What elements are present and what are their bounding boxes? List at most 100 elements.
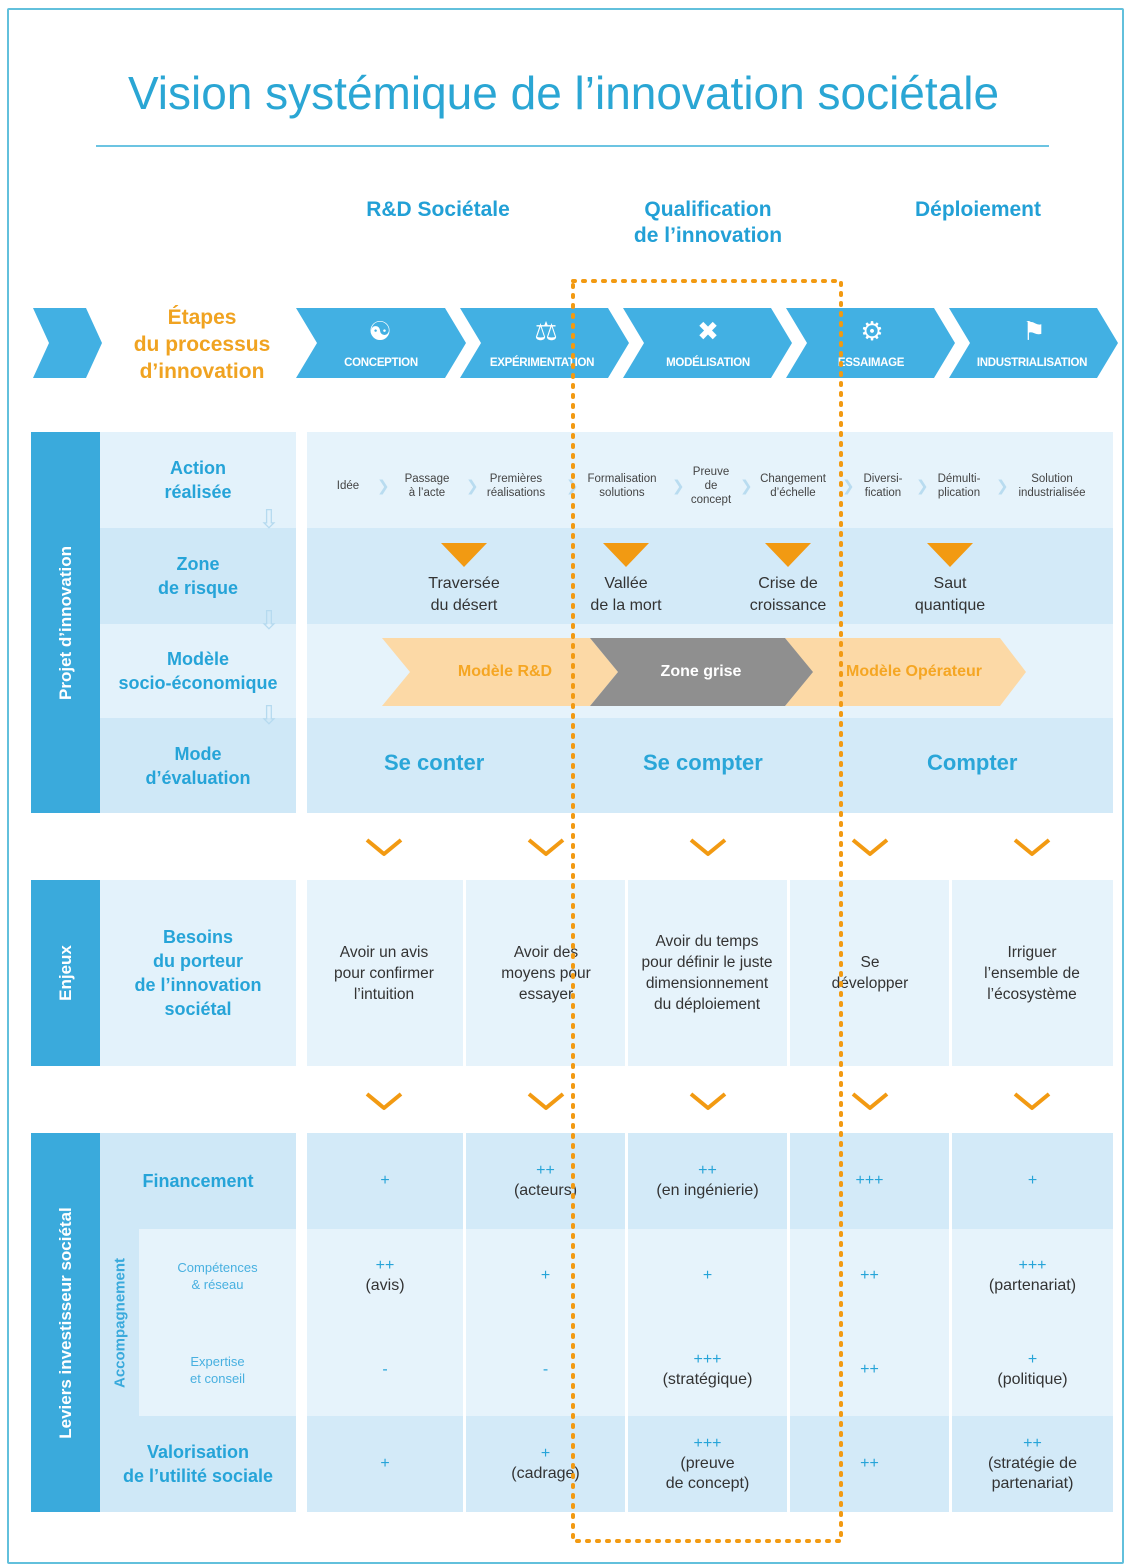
lever-mark: + [540, 1267, 551, 1284]
etapes-label: Étapes du processus d’innovation [104, 304, 300, 385]
lever-mark: + [702, 1267, 713, 1284]
lever-mark: - [542, 1360, 549, 1378]
chevron-row-2 [365, 1092, 1051, 1110]
phase-qualification: Qualification de l’innovation [598, 197, 818, 249]
risk-triangle-icon [603, 543, 649, 567]
lever-cell-content: ++ [860, 1454, 879, 1474]
lever-mark: +++ [693, 1350, 722, 1368]
stage-arrow-industrialisation [949, 308, 1118, 378]
lever-cell-content: + [703, 1266, 712, 1286]
lever-mark: + [1027, 1172, 1038, 1189]
chevron-right-icon: ❯ [916, 478, 929, 495]
lever-cell-content: + [380, 1454, 389, 1474]
stage-label-conception: CONCEPTION [344, 357, 418, 369]
column-separator [625, 880, 628, 1066]
lever-note: (politique) [997, 1370, 1068, 1388]
row-label-risque: Zone de risque [100, 528, 296, 624]
lever-cell: ++ [790, 1416, 949, 1512]
lever-note: (cadrage) [511, 1465, 580, 1482]
model-operateur-label: Modèle Opérateur [845, 663, 983, 680]
action-item: Solution industrialisée [1018, 473, 1086, 499]
head-bulb-icon: ☯ [368, 316, 392, 346]
lever-cell: - [466, 1323, 625, 1416]
side-leviers-label: Leviers investisseur sociétal [55, 1206, 75, 1439]
need-item: Se développer [831, 954, 909, 992]
eval-se-conter: Se conter [384, 750, 485, 775]
stage-label-essaimage: ESSAIMAGE [837, 357, 905, 369]
eval-se-compter: Se compter [643, 750, 763, 775]
chevron-down-icon [527, 838, 565, 856]
lever-cell: - [307, 1323, 463, 1416]
need-item: Avoir des moyens pour essayer [501, 943, 591, 1003]
chevron-down-icon [527, 1092, 565, 1110]
risk-label: Crise de croissance [749, 575, 827, 614]
row-label-action: Action réalisée [100, 432, 296, 528]
risk-label: Saut quantique [914, 575, 986, 614]
side-projet: Projet d’innovation [31, 432, 100, 813]
chevron-right-icon: ❯ [996, 478, 1009, 495]
chevron-down-icon [1013, 1092, 1051, 1110]
lever-mark: + [540, 1445, 551, 1462]
lever-cell: +++(stratégique) [628, 1323, 787, 1416]
chevron-right-icon: ❯ [466, 478, 479, 495]
lever-cell-content: + (politique) [997, 1350, 1067, 1390]
lever-cell: ++ (stratégie de partenariat) [952, 1416, 1113, 1512]
lever-cell: + (politique) [952, 1323, 1113, 1416]
risk-label: Vallée de la mort [590, 575, 662, 614]
action-item: Changement d’échelle [760, 473, 826, 499]
lever-cell: +++ [790, 1133, 949, 1229]
phase-rd-label: R&D Sociétale [366, 198, 510, 221]
down-arrow-icon: ⇩ [258, 605, 280, 635]
phase-qualification-label: Qualification de l’innovation [633, 198, 783, 247]
title-divider [96, 145, 1049, 147]
expertise-label-bg [139, 1323, 296, 1416]
lever-cell-content: +++(preuve de concept) [666, 1434, 750, 1494]
row-label-financement: Financement [100, 1133, 296, 1229]
side-accompagnement: Accompagnement [100, 1229, 139, 1416]
etapes-text: Étapes du processus d’innovation [133, 306, 271, 383]
down-arrow-icon: ⇩ [258, 504, 280, 534]
row-label-modele-text: Modèle socio-économique [118, 649, 278, 693]
lever-cell: + [307, 1416, 463, 1512]
column-separator [463, 880, 466, 1066]
row-label-risque-text: Zone de risque [157, 554, 239, 598]
lever-cell: + [466, 1229, 625, 1323]
row-label-mode: Mode d’évaluation [100, 718, 296, 813]
lever-mark: ++ [860, 1360, 879, 1378]
action-item: Passage à l’acte [404, 473, 450, 499]
lever-mark: ++ [375, 1257, 395, 1274]
row-label-modele: Modèle socio-économique [100, 624, 296, 718]
lever-cell-content: + (cadrage) [511, 1444, 579, 1484]
chevron-row-1 [365, 838, 1051, 856]
lever-cell: + [952, 1133, 1113, 1229]
column-separator [949, 1133, 952, 1512]
flask-icon: ⚖ [534, 316, 558, 346]
need-item: Avoir du temps pour définir le juste dim… [641, 933, 773, 1013]
action-item: Démulti- plication [937, 473, 981, 499]
gears-icon: ⚙ [860, 316, 884, 346]
side-enjeux-label: Enjeux [55, 945, 75, 1001]
lever-mark: ++ [1023, 1435, 1042, 1452]
lever-cell-content: ++(acteurs) [514, 1161, 577, 1201]
row-label-mode-text: Mode d’évaluation [145, 743, 251, 788]
row-label-valorisation: Valorisation de l’utilité sociale [100, 1416, 296, 1512]
stage-label-industrialisation: INDUSTRIALISATION [976, 357, 1088, 369]
phase-deploiement-label: Déploiement [914, 198, 1042, 221]
eval-compter: Compter [927, 750, 1018, 775]
phase-rd: R&D Sociétale [338, 197, 538, 223]
side-accompagnement-label: Accompagnement [111, 1257, 128, 1388]
lever-cell-content: ++ (stratégie de partenariat) [988, 1434, 1077, 1494]
factory-icon: ⚑ [1022, 316, 1046, 346]
side-enjeux: Enjeux [31, 880, 100, 1066]
lever-cell-content: +++(stratégique) [663, 1350, 753, 1390]
lever-cell: +++(preuve de concept) [628, 1416, 787, 1512]
lever-cell-content: +++ [855, 1171, 883, 1191]
need-item: Avoir un avis pour confirmer l’intuition [334, 943, 434, 1003]
lever-cell-content: - [382, 1360, 387, 1380]
lever-cell: ++ [790, 1323, 949, 1416]
side-leviers: Leviers investisseur sociétal [31, 1133, 100, 1512]
lever-mark: + [1027, 1350, 1038, 1368]
chevron-down-icon [851, 838, 889, 856]
lever-note: (stratégie de partenariat) [988, 1455, 1077, 1492]
lever-note: (en ingénierie) [656, 1182, 759, 1199]
